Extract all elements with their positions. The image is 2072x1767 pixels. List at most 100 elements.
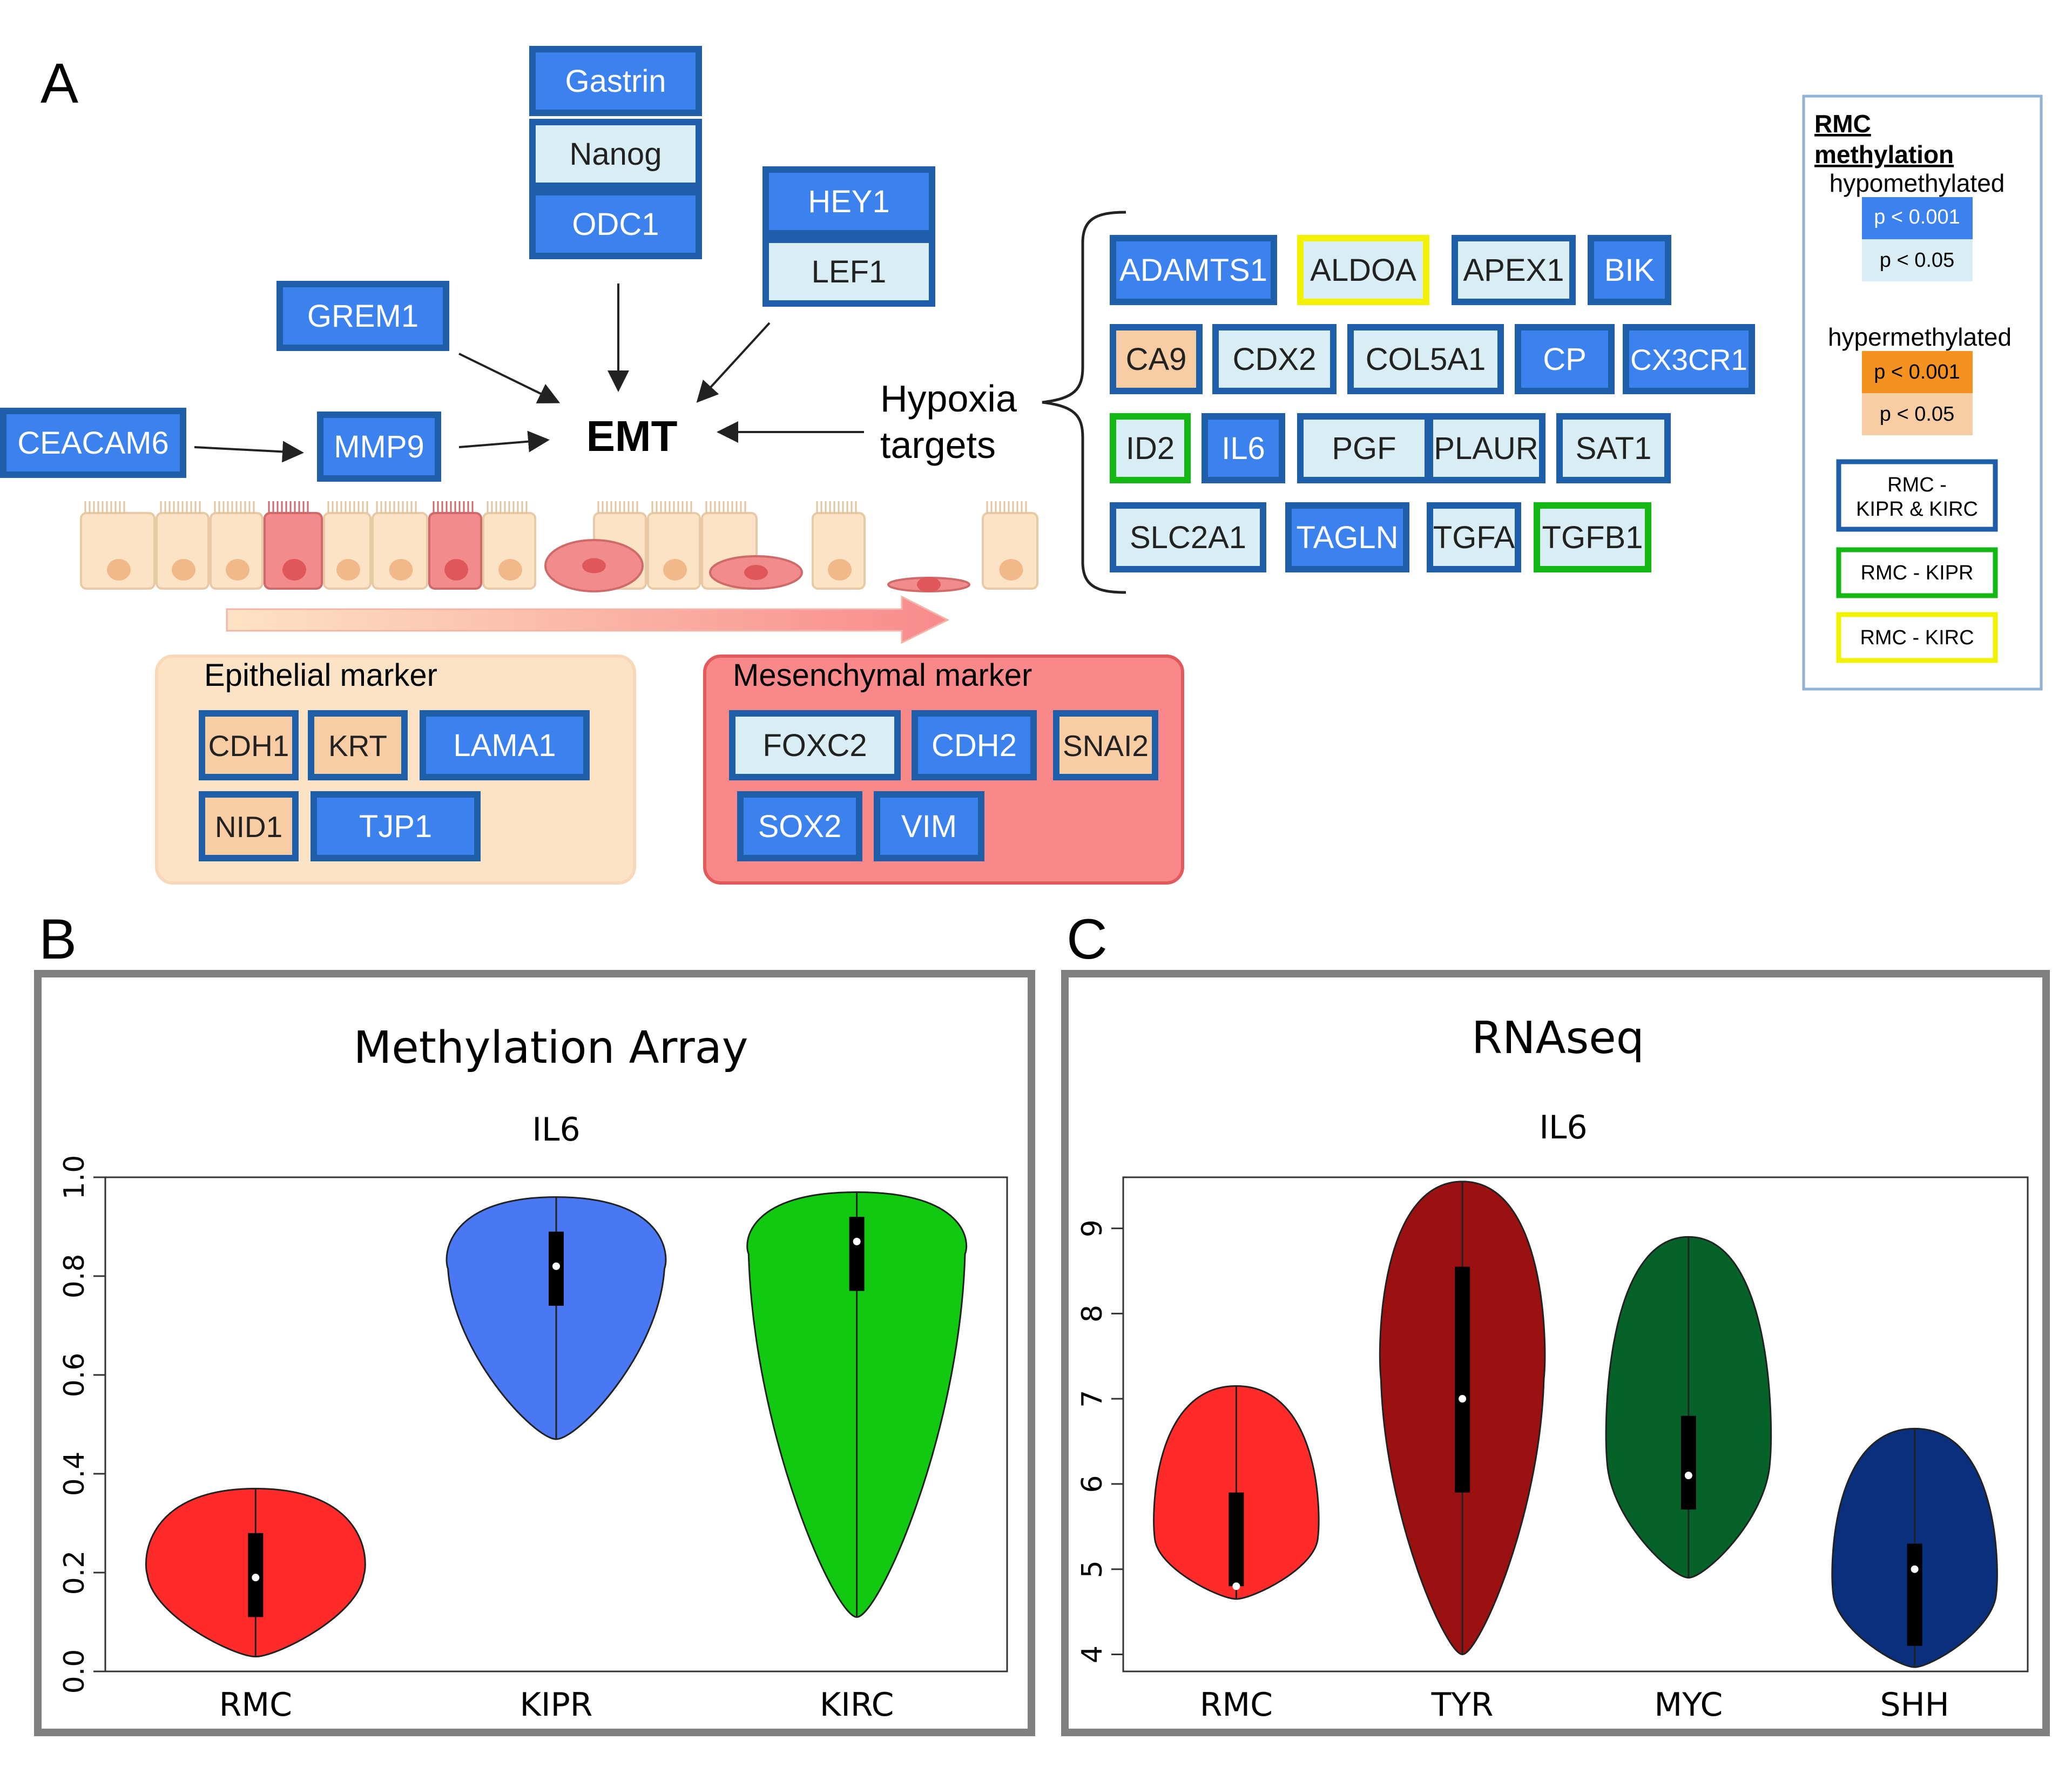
- violin-kipr: [446, 1196, 667, 1440]
- violin-b-title: Methylation Array: [354, 1022, 748, 1074]
- epithelial-title: Epithelial marker: [204, 658, 437, 693]
- legend-hypo-label: hypomethylated: [1830, 169, 2005, 197]
- violin-median: [1459, 1395, 1467, 1403]
- arrow-ceacam6-mmp9: [194, 441, 304, 463]
- gene-label-nanog: Nanog: [570, 137, 662, 172]
- gene-label-slc2a1: SLC2A1: [1130, 520, 1246, 555]
- gene-box-hey1: HEY1: [762, 166, 935, 237]
- y-tick-label: 5: [1076, 1560, 1109, 1578]
- hypoxia-brace: [1042, 211, 1126, 594]
- gene-box-foxc2: FOXC2: [729, 710, 901, 780]
- gene-box-cdh1: CDH1: [199, 710, 299, 780]
- gene-box-ca9: CA9: [1110, 324, 1203, 394]
- legend-border-kipr-text: RMC - KIPR: [1861, 562, 1974, 584]
- gene-label-grem1: GREM1: [307, 299, 419, 334]
- y-tick-label: 8: [1076, 1305, 1109, 1323]
- legend: RMC methylation hypomethylated p < 0.001…: [1802, 95, 2043, 691]
- legend-hyper-weak-text: p < 0.05: [1880, 403, 1954, 426]
- transition-arrow: [226, 595, 950, 644]
- epithelial-cell: [80, 501, 156, 590]
- legend-hyper-weak-swatch: [1862, 393, 1973, 435]
- y-tick-label: 0.4: [58, 1452, 91, 1496]
- violin-b-subtitle: IL6: [532, 1111, 580, 1149]
- violin-tyr: [1379, 1181, 1546, 1655]
- legend-hyper-strong-text: p < 0.001: [1874, 361, 1960, 383]
- gene-box-nid1: NID1: [199, 791, 299, 861]
- gene-box-odc1: ODC1: [529, 189, 702, 259]
- gene-label-adamts1: ADAMTS1: [1119, 253, 1267, 288]
- gene-box-plaur: PLAUR: [1427, 413, 1545, 483]
- gene-label-lef1: LEF1: [812, 254, 887, 289]
- violin-median: [1232, 1582, 1240, 1590]
- gene-box-il6: IL6: [1202, 413, 1285, 483]
- plot-area: [1122, 1176, 2029, 1672]
- gene-box-tgfa: TGFA: [1427, 502, 1521, 572]
- transitioning-cell: [428, 501, 482, 590]
- gene-box-cx3cr1: CX3CR1: [1623, 324, 1755, 394]
- gene-box-tagln: TAGLN: [1285, 502, 1409, 572]
- legend-hyper-strong-swatch: [1862, 351, 1973, 393]
- gene-label-sat1: SAT1: [1576, 431, 1652, 466]
- gene-box-nanog: Nanog: [529, 119, 702, 189]
- legend-title-2: methylation: [1814, 140, 1954, 168]
- gene-label-tjp1: TJP1: [359, 809, 432, 844]
- legend-title-1: RMC: [1814, 110, 1871, 138]
- gene-label-cdx2: CDX2: [1233, 342, 1317, 377]
- violin-median: [853, 1237, 861, 1245]
- legend-hypo-weak-text: p < 0.05: [1880, 249, 1954, 272]
- mesenchymal-cell: [709, 555, 803, 590]
- gene-label-lama1: LAMA1: [453, 728, 556, 763]
- gene-box-snai2: SNAI2: [1053, 710, 1158, 780]
- epithelial-cell: [372, 501, 428, 590]
- gene-box-sat1: SAT1: [1556, 413, 1671, 483]
- gene-box-cdh2: CDH2: [912, 710, 1037, 780]
- violin-rmc: [1153, 1385, 1320, 1600]
- gene-box-id2: ID2: [1110, 413, 1191, 483]
- violin-c-subtitle: IL6: [1539, 1109, 1587, 1146]
- gene-label-gastrin: Gastrin: [565, 64, 666, 99]
- plot-area: [104, 1176, 1008, 1672]
- gene-label-id2: ID2: [1126, 431, 1175, 466]
- x-tick-label: TYR: [1431, 1686, 1494, 1724]
- y-tick-label: 9: [1076, 1219, 1109, 1237]
- gene-label-tgfa: TGFA: [1433, 520, 1515, 555]
- panel-b: B Methylation Array IL6 0.00.20.40.60.81…: [34, 908, 1035, 1736]
- gene-label-apex1: APEX1: [1463, 253, 1564, 288]
- violin-median: [1911, 1565, 1919, 1573]
- arrow-grem1-emt: [458, 353, 561, 403]
- epithelial-cell: [482, 501, 536, 590]
- gene-box-lama1: LAMA1: [420, 710, 590, 780]
- gene-box-adamts1: ADAMTS1: [1110, 235, 1277, 305]
- gene-label-cdh1: CDH1: [208, 729, 289, 763]
- epithelium-illustration: [80, 501, 1038, 592]
- violin-kirc: [746, 1191, 968, 1618]
- gene-box-pgf: PGF: [1297, 413, 1431, 483]
- gene-box-apex1: APEX1: [1452, 235, 1576, 305]
- y-tick-label: 1.0: [58, 1155, 91, 1200]
- legend-border-both-text-1: RMC -: [1887, 474, 1947, 496]
- gene-box-mmp9: MMP9: [317, 412, 441, 482]
- x-tick-label: MYC: [1654, 1686, 1723, 1724]
- gene-label-col5a1: COL5A1: [1366, 342, 1486, 377]
- gene-label-cp: CP: [1543, 342, 1587, 377]
- gene-box-bik: BIK: [1588, 235, 1671, 305]
- panel-label-b: B: [39, 908, 77, 971]
- violin-myc: [1605, 1236, 1772, 1579]
- y-tick-label: 7: [1076, 1390, 1109, 1408]
- gene-label-cdh2: CDH2: [932, 728, 1017, 763]
- gene-box-tjp1: TJP1: [311, 791, 481, 861]
- y-tick-label: 0.8: [58, 1254, 91, 1299]
- gene-label-aldoa: ALDOA: [1310, 253, 1416, 288]
- gene-box-cdx2: CDX2: [1212, 324, 1337, 394]
- epithelial-cell: [323, 501, 372, 590]
- hypoxia-target-genes: ADAMTS1 ALDOA APEX1 BIK CA9 CDX2 COL5A1 CP CX3CR…: [1110, 235, 1755, 572]
- gene-box-aldoa: ALDOA: [1297, 235, 1429, 305]
- panel-label-a: A: [41, 52, 78, 115]
- y-tick-label: 6: [1076, 1475, 1109, 1493]
- legend-border-kipr: [1836, 547, 1998, 598]
- gene-label-cx3cr1: CX3CR1: [1630, 343, 1747, 376]
